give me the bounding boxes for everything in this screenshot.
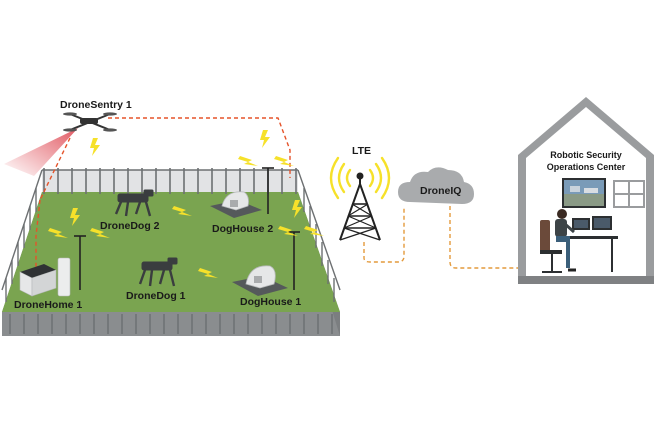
- desk: [562, 236, 618, 272]
- cloud-icon: [398, 167, 474, 204]
- dog-house-1[interactable]: DogHouse 1: [232, 231, 301, 308]
- drone-home-label: DroneHome 1: [14, 299, 82, 311]
- yard-front-side: [2, 312, 340, 336]
- cloud-label: DroneIQ: [420, 185, 461, 197]
- left-fence: [1, 169, 43, 302]
- operations-center[interactable]: Robotic Security Operations Center: [518, 97, 654, 284]
- ops-center-title-line1: Robotic Security: [550, 150, 622, 160]
- back-fence: [42, 168, 298, 194]
- drone-dog-2-label: DroneDog 2: [100, 220, 160, 232]
- robot-dog-icon: [138, 257, 178, 287]
- camera-beam: [4, 128, 78, 176]
- drone-home[interactable]: DroneHome 1: [14, 235, 86, 311]
- drone-icon: [63, 112, 117, 132]
- lte-cloud-link: [363, 206, 405, 263]
- lte-label: LTE: [352, 145, 371, 157]
- wall-monitor: [562, 178, 606, 208]
- drone-sentry[interactable]: DroneSentry 1: [4, 99, 132, 176]
- doghouse-icon: [210, 191, 262, 218]
- drone-sentry-label: DroneSentry 1: [60, 99, 132, 111]
- dog-house-2-label: DogHouse 2: [212, 223, 273, 235]
- cloud-ops-link: [449, 206, 522, 269]
- operator-icon: [540, 209, 576, 273]
- doghouse-icon: [232, 265, 288, 296]
- lightning-bolt-icon: [274, 156, 294, 166]
- window: [613, 180, 645, 208]
- signal-waves: [329, 156, 391, 200]
- robot-dog-icon: [114, 189, 154, 217]
- front-fence: [9, 314, 333, 334]
- drone-patrol-line: [39, 137, 71, 201]
- drone-dog-1-label: DroneDog 1: [126, 290, 186, 302]
- lte-tower-icon: [339, 172, 381, 241]
- ops-center-title-line2: Operations Center: [547, 162, 626, 172]
- drone-link-line: [35, 117, 291, 272]
- drone-home-icon: [19, 257, 71, 297]
- dog-house-2[interactable]: DogHouse 2: [210, 167, 274, 235]
- lightning-bolt-icon: [260, 130, 270, 148]
- desk-monitors: [572, 216, 612, 230]
- lte-tower[interactable]: LTE: [329, 145, 391, 241]
- lightning-bolt-icon: [90, 138, 100, 156]
- drone-dog-1[interactable]: DroneDog 1: [126, 257, 186, 302]
- right-fence: [297, 169, 341, 302]
- dog-house-1-label: DogHouse 1: [240, 296, 301, 308]
- drone-iq-cloud[interactable]: DroneIQ: [398, 167, 474, 204]
- drone-dog-2[interactable]: DroneDog 2: [100, 189, 160, 232]
- lightning-bolt-icon: [238, 156, 258, 166]
